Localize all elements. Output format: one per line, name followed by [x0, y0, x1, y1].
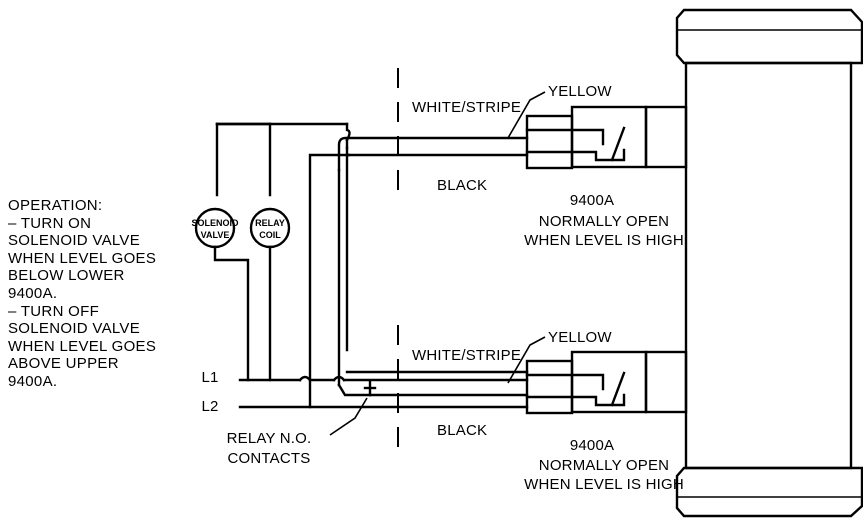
relay-contacts-label-1: RELAY N.O. [227, 430, 312, 447]
operation-line: OPERATION: [8, 197, 103, 214]
operation-line: ABOVE UPPER [8, 355, 119, 373]
l2-label: L2 [201, 398, 218, 415]
operation-line: BELOW LOWER [8, 267, 125, 285]
upper-black-label: BLACK [437, 177, 487, 194]
operation-line: – TURN OFF [8, 302, 100, 320]
lower-black-label: BLACK [437, 422, 487, 439]
relay-coil: RELAY COIL [249, 207, 291, 249]
upper-white-stripe-label: WHITE/STRIPE [412, 99, 521, 116]
lower-yellow-label: YELLOW [548, 329, 612, 346]
operation-line: – TURN ON [8, 214, 92, 232]
relay-coil-label-1: RELAY [255, 218, 285, 228]
operation-line: WHEN LEVEL GOES [8, 337, 157, 355]
upper-wiring [215, 91, 546, 409]
lower-desc-2: WHEN LEVEL IS HIGH [524, 476, 684, 493]
operation-notes: OPERATION: – TURN ON SOLENOID VALVE WHEN… [8, 197, 203, 391]
tank [675, 8, 863, 518]
operation-line: SOLENOID VALVE [8, 320, 141, 338]
lower-switch [525, 350, 688, 415]
upper-desc-2: WHEN LEVEL IS HIGH [524, 232, 684, 249]
operation-line: WHEN LEVEL GOES [8, 249, 157, 267]
relay-contacts-label-2: CONTACTS [228, 450, 311, 467]
operation-line: 9400A. [8, 372, 58, 390]
solenoid-label-2: VALVE [201, 230, 230, 240]
upper-switch [525, 105, 688, 170]
relay-coil-label-2: COIL [259, 230, 281, 240]
lower-desc-1: NORMALLY OPEN [539, 457, 669, 474]
upper-model-label: 9400A [570, 192, 614, 209]
lower-white-stripe-label: WHITE/STRIPE [412, 347, 521, 364]
upper-yellow-label: YELLOW [548, 83, 612, 100]
power-lines [238, 375, 529, 409]
lower-wiring [329, 146, 546, 436]
lower-model-label: 9400A [570, 437, 614, 454]
upper-desc-1: NORMALLY OPEN [539, 213, 669, 230]
l1-label: L1 [201, 369, 218, 386]
operation-line: SOLENOID VALVE [8, 232, 141, 250]
operation-line: 9400A. [8, 284, 58, 302]
solenoid-label-1: SOLENOID [191, 218, 239, 228]
